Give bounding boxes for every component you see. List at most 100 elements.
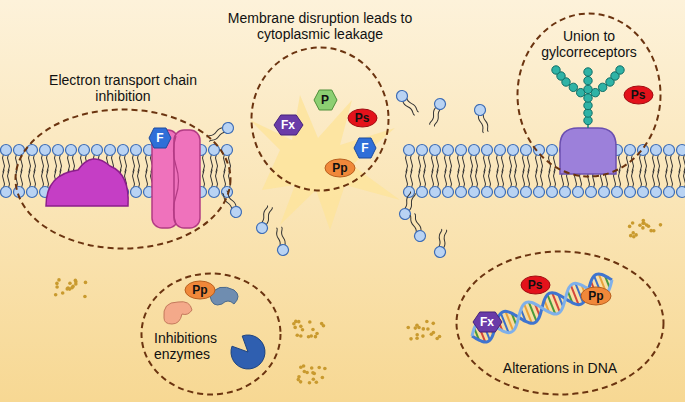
cytoplasm-granules xyxy=(61,291,65,295)
phospholipid-bilayer xyxy=(638,169,649,198)
cytoplasm-granules xyxy=(417,326,421,330)
phospholipid-bilayer xyxy=(482,145,493,156)
loose-phospholipid xyxy=(473,103,491,133)
phospholipid-bilayer xyxy=(53,145,64,156)
cytoplasm-granules xyxy=(641,226,645,230)
loose-phospholipid xyxy=(394,88,421,117)
cytoplasm-granules xyxy=(628,225,632,229)
phospholipid-bilayer xyxy=(53,145,64,174)
cytoplasm-granules xyxy=(65,287,69,291)
compound-symbol: F xyxy=(361,142,368,154)
phospholipid-bilayer xyxy=(1,169,12,198)
enzyme xyxy=(164,302,192,324)
loose-phospholipid xyxy=(265,207,273,226)
glycan-chain xyxy=(598,83,606,91)
phospholipid-bilayer xyxy=(469,145,480,174)
phospholipid-bilayer xyxy=(521,145,532,156)
phospholipid-bilayer xyxy=(216,169,218,188)
phospholipid-bilayer xyxy=(47,169,49,188)
compound-symbol: Ps xyxy=(528,279,543,291)
phospholipid-bilayer xyxy=(417,187,428,198)
phospholipid-bilayer xyxy=(456,187,467,198)
phospholipid-bilayer xyxy=(131,169,142,198)
phospholipid-bilayer xyxy=(476,169,478,188)
cytoplasm-granules xyxy=(299,380,303,384)
loose-phospholipid xyxy=(437,229,442,248)
phospholipid-bilayer xyxy=(404,145,415,156)
cytoplasm-granules xyxy=(438,335,442,339)
phospholipid-bilayer xyxy=(469,187,480,198)
phospholipid-bilayer xyxy=(79,145,90,156)
phospholipid-bilayer xyxy=(632,169,634,188)
phospholipid-bilayer xyxy=(495,145,506,174)
phospholipid-bilayer xyxy=(482,169,493,198)
membrane-channel xyxy=(174,136,179,224)
dashed-outline xyxy=(457,252,664,395)
cytoplasm-granules xyxy=(649,229,653,233)
phospholipid-bilayer xyxy=(528,169,530,188)
shape-outline xyxy=(325,159,355,177)
phospholipid-bilayer xyxy=(404,169,415,198)
cytoplasm-granules xyxy=(431,322,435,326)
leakage-burst xyxy=(250,95,400,230)
cytoplasm-granules xyxy=(414,326,418,330)
loose-phospholipid xyxy=(220,120,235,135)
cytoplasm-granules xyxy=(409,337,413,341)
phospholipid-bilayer xyxy=(638,145,649,174)
compound-ellipse: Pp xyxy=(324,158,356,178)
loose-phospholipid xyxy=(434,246,447,259)
phospholipid-bilayer xyxy=(495,145,506,156)
phospholipid-bilayer xyxy=(417,145,428,156)
phospholipid-bilayer xyxy=(547,145,558,174)
phospholipid-bilayer xyxy=(666,169,668,188)
phospholipid-bilayer xyxy=(653,169,655,188)
phospholipid-bilayer xyxy=(437,169,439,188)
phospholipid-bilayer xyxy=(3,169,5,188)
glycan-chain xyxy=(552,66,624,128)
cytoplasm-granules xyxy=(311,328,315,332)
phospholipid-bilayer xyxy=(599,187,610,198)
cytoplasm-granules xyxy=(74,282,78,286)
cytoplasm-granules xyxy=(415,333,419,337)
phospholipid-bilayer xyxy=(40,145,51,174)
dashed-circle: Electron transport chain inhibitionF xyxy=(14,108,232,250)
loose-phospholipid xyxy=(407,213,427,244)
compound-symbol: Fx xyxy=(281,119,295,131)
phospholipid-bilayer xyxy=(664,169,675,198)
cytoplasm-granules xyxy=(303,370,307,374)
dashed-circle: Membrane disruption leads to cytoplasmic… xyxy=(250,46,390,192)
loose-phospholipid xyxy=(408,193,416,212)
phospholipid-bilayer xyxy=(411,169,413,188)
phospholipid-bilayer xyxy=(42,169,44,188)
phospholipid-bilayer xyxy=(482,187,493,198)
compound-ellipse: Pp xyxy=(580,286,612,306)
loose-phospholipid xyxy=(434,108,442,127)
phospholipid-bilayer xyxy=(547,169,558,198)
loose-phospholipid xyxy=(429,107,437,126)
membrane-protein xyxy=(46,159,128,206)
phospholipid-bilayer xyxy=(430,145,441,174)
phospholipid-bilayer xyxy=(404,145,415,174)
phospholipid-bilayer xyxy=(1,145,12,156)
phospholipid-bilayer xyxy=(536,169,538,188)
compound-symbol: Fx xyxy=(480,316,494,328)
cytoplasm-granules xyxy=(422,327,426,331)
phospholipid-bilayer xyxy=(645,169,647,188)
phospholipid-bilayer xyxy=(684,169,685,188)
phospholipid-bilayer xyxy=(430,169,441,198)
cytoplasm-granules xyxy=(323,367,327,371)
glycan-chain xyxy=(616,66,624,74)
cytoplasm-granules xyxy=(629,234,633,238)
compound-symbol: Pp xyxy=(332,162,347,174)
phospholipid-bilayer xyxy=(34,169,36,188)
phospholipid-bilayer xyxy=(14,145,25,156)
dashed-outline xyxy=(14,108,232,250)
cytoplasm-granules xyxy=(55,282,59,286)
mechanism-label: Inhibitions enzymes xyxy=(154,330,234,362)
phospholipid-bilayer xyxy=(495,187,506,198)
phospholipid-bilayer xyxy=(432,169,434,188)
phospholipid-bilayer xyxy=(463,169,465,188)
phospholipid-bilayer xyxy=(508,145,519,174)
